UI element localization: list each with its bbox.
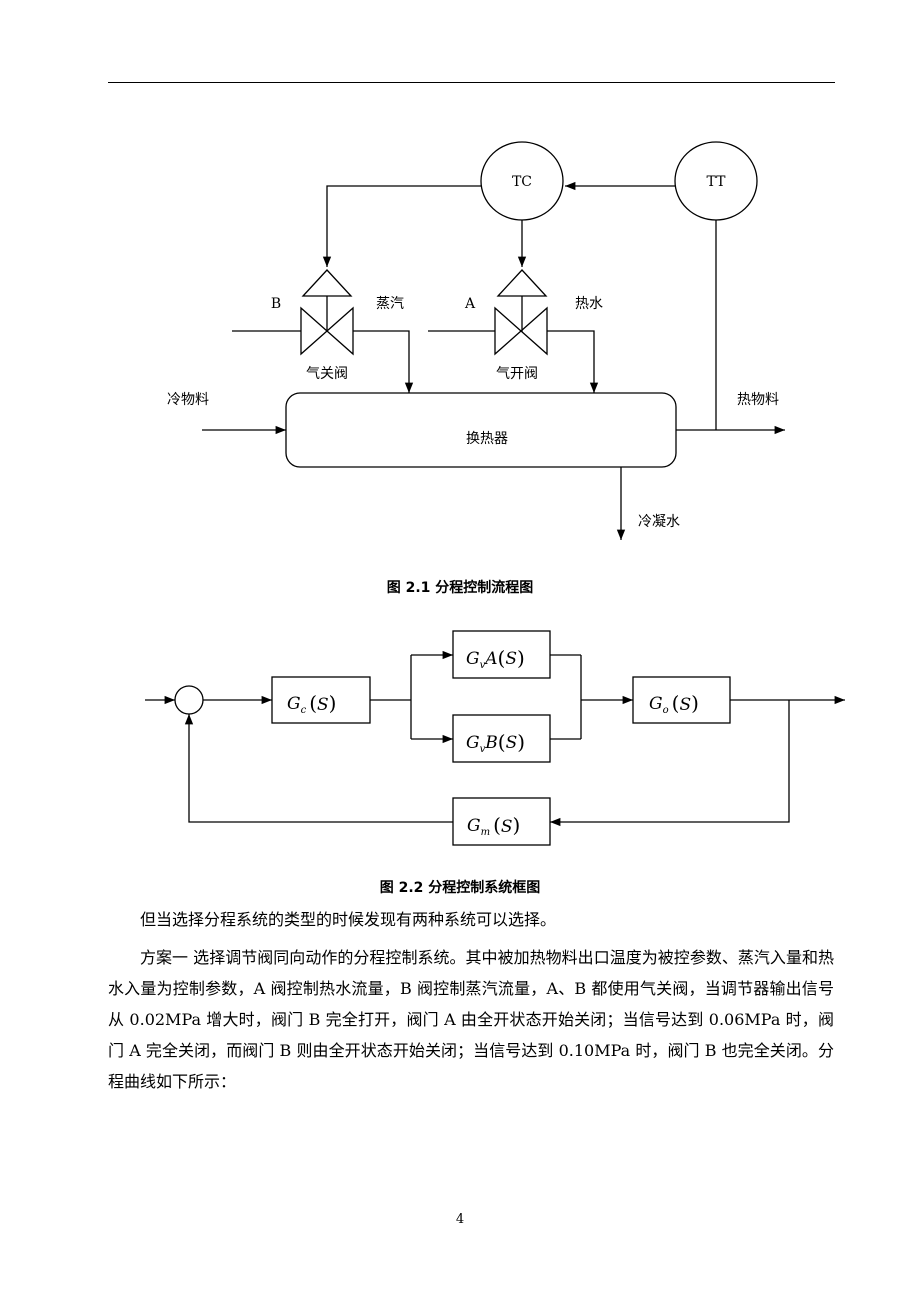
exchanger-label: 换热器 (466, 430, 508, 447)
feedback-to-gm-line (550, 700, 790, 827)
feedback-to-sum-line (184, 714, 453, 823)
valve-b-body (300, 306, 328, 356)
svg-text:Gc(S): Gc(S) (287, 691, 336, 716)
figure-2-2-block-diagram (145, 630, 845, 846)
svg-text:Go(S): Go(S) (649, 691, 699, 716)
valve-a-actuator (496, 269, 548, 297)
svg-text:GvB(S): GvB(S) (466, 730, 525, 755)
condensate-label: 冷凝水 (638, 514, 680, 530)
page-number: 4 (455, 1212, 465, 1227)
valve-a-letter: A (464, 296, 476, 312)
valve-b-actuator (301, 269, 353, 297)
steam-to-exchanger-line (353, 330, 414, 393)
valve-a-body (494, 306, 522, 356)
figure-2-1-flow-diagram: TC TT B 蒸汽 气关阀 A 热水 气开阀 冷物料 换热器 热物料 冷凝水 (145, 141, 845, 846)
tc-to-valve-b-line (322, 185, 481, 267)
hot-product-label: 热物料 (737, 392, 779, 408)
hot-water-to-exchanger-line (547, 330, 599, 393)
svg-text:Gm(S): Gm(S) (467, 813, 520, 838)
tc-label: TC (512, 174, 532, 190)
header-rule (108, 82, 835, 83)
steam-label: 蒸汽 (376, 296, 404, 312)
valve-a-type-label: 气开阀 (496, 366, 538, 382)
valve-b-type-label: 气关阀 (306, 366, 348, 382)
figure-2-2-caption: 图 2.2 分程控制系统框图 (379, 880, 541, 896)
cold-feed-label: 冷物料 (167, 392, 209, 408)
paragraph-scheme-one: 方案一 选择调节阀同向动作的分程控制系统。其中被加热物料出口温度为被控参数、蒸汽… (108, 948, 834, 1091)
summing-junction (174, 685, 204, 715)
valve-b-letter: B (271, 296, 281, 312)
heat-exchanger-box (285, 392, 677, 468)
tt-label: TT (707, 174, 727, 190)
figure-2-1-caption: 图 2.1 分程控制流程图 (386, 580, 534, 596)
paragraph-intro: 但当选择分程系统的类型的时候发现有两种系统可以选择。 (140, 910, 557, 929)
hot-water-label: 热水 (575, 296, 603, 312)
svg-text:GvA(S): GvA(S) (466, 646, 525, 671)
